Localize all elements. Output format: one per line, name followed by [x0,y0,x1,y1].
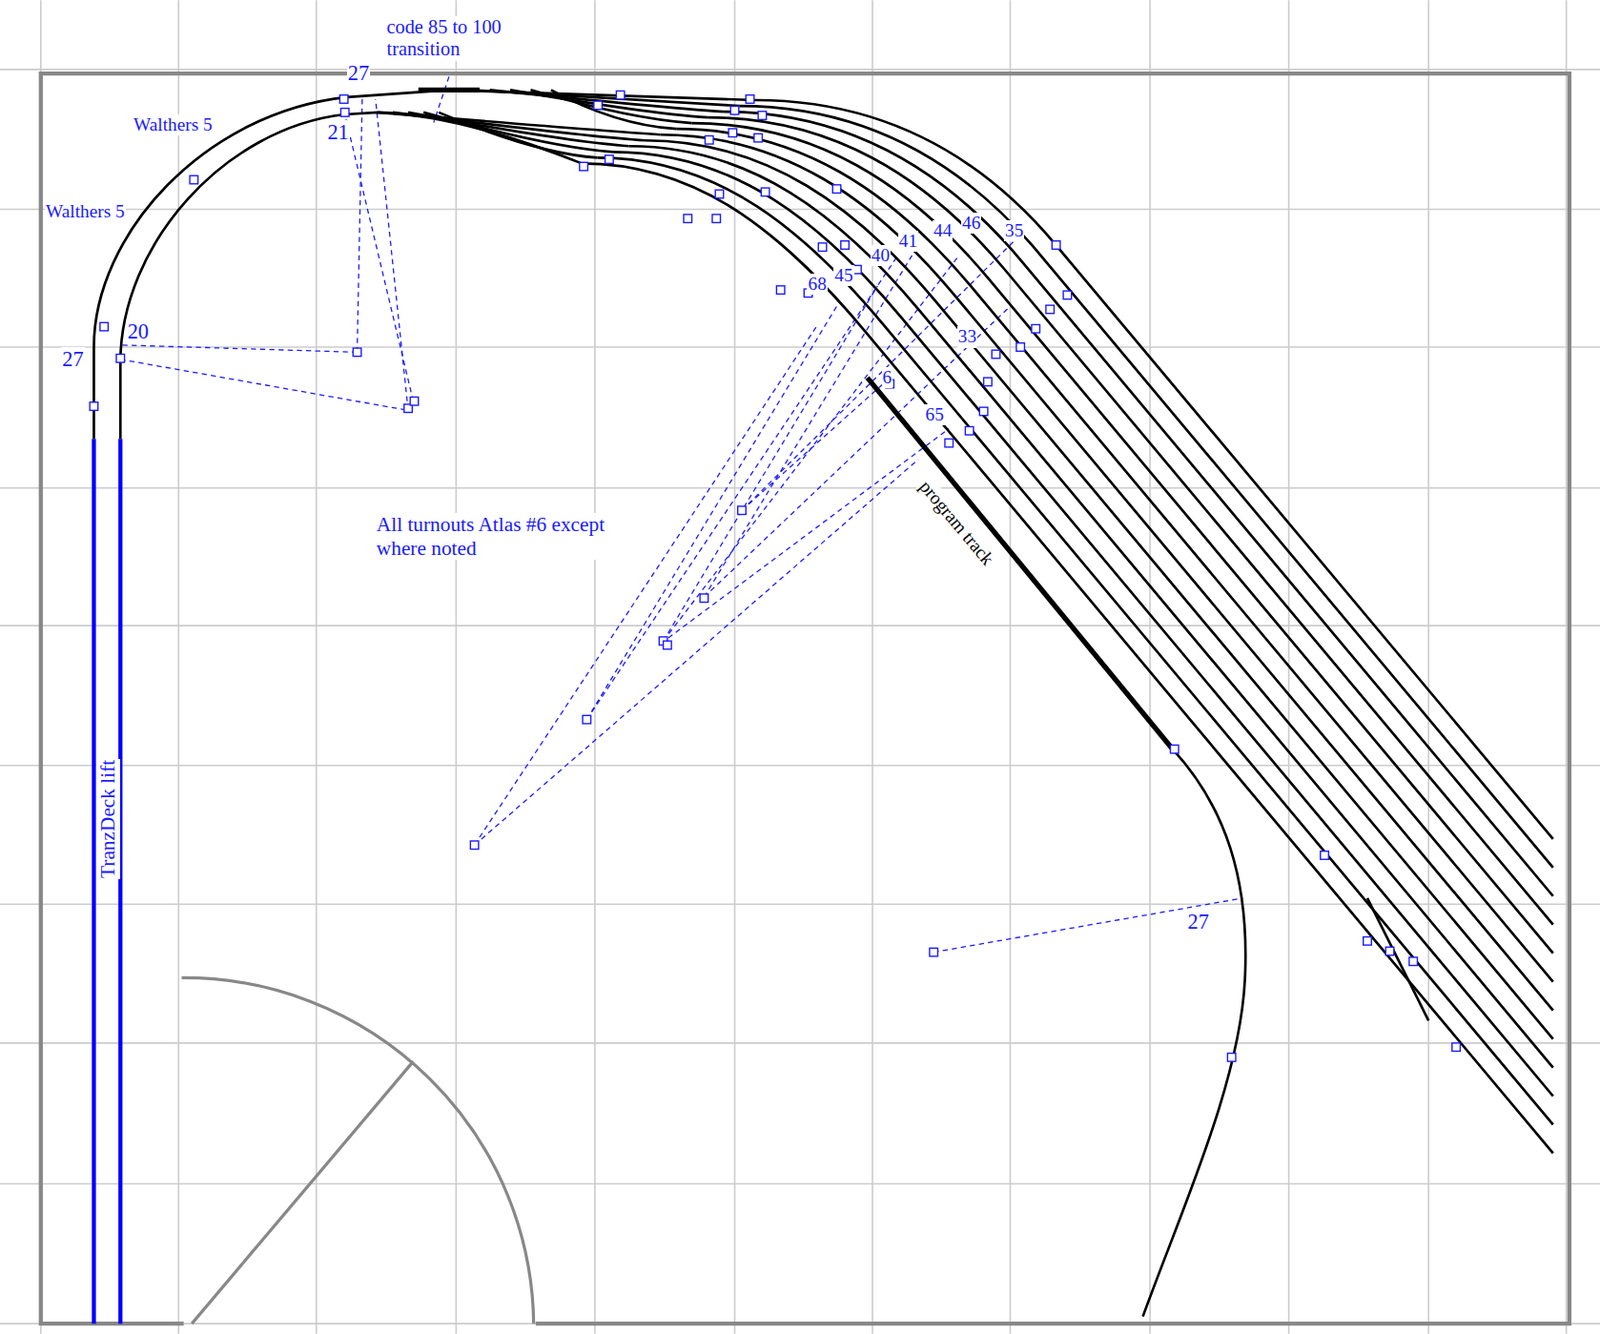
callout-number: Walthers 5 [44,201,126,223]
callout-number: 27 [347,61,370,86]
callout-number: 65 [924,404,945,426]
aisle-arc [181,977,534,1324]
callout-number: 33 [957,326,978,348]
turnout-marks [89,90,1460,1062]
lift-track [91,438,96,1324]
callout-number: 6 [882,367,894,389]
plan-note: code 85 to 100 transition [386,16,557,62]
callout-number: 41 [898,230,919,252]
callout-number: 20 [126,319,150,345]
callout-number: 68 [806,273,827,295]
callout-number: 35 [1004,220,1025,242]
tracks [93,89,1553,1316]
callout-number: 40 [870,245,891,267]
plan-note: All turnouts Atlas #6 except where noted [375,512,623,560]
callout-number: 44 [932,220,953,242]
lift-track [118,438,123,1324]
track-note: TranzDeck lift [96,758,121,880]
callout-number: 27 [1187,909,1211,935]
callout-number: 46 [961,212,982,234]
benchwork-edge [41,73,1570,1324]
callout-number: 45 [833,265,854,287]
leader-lines [120,76,1243,952]
callout-number: Walthers 5 [132,114,214,136]
callout-number: 27 [61,347,84,372]
aisle-line [191,1061,413,1324]
callout-number: 21 [326,120,349,145]
